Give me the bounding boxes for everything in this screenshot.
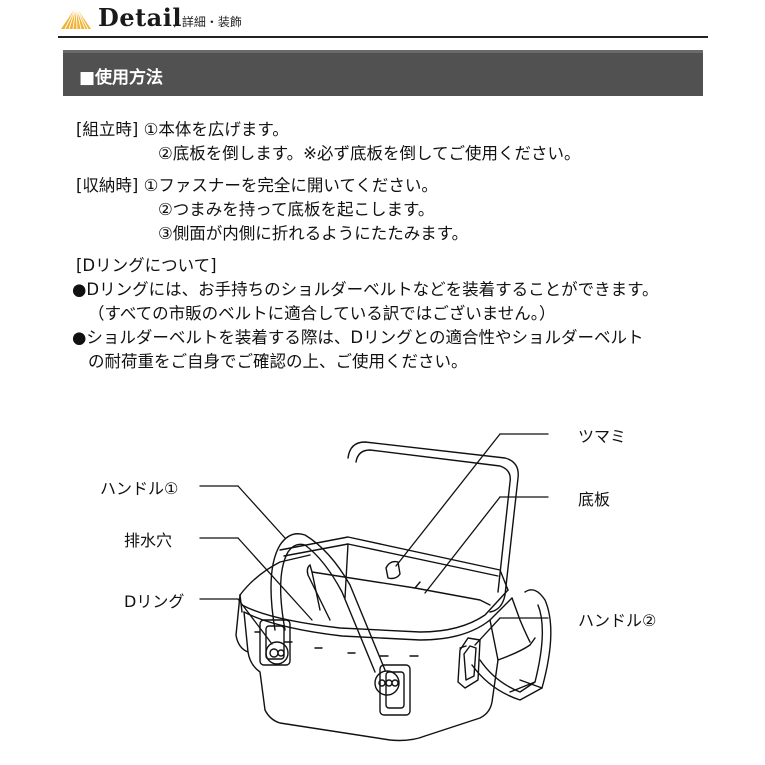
assembly-step: ①本体を広げます。 [143, 120, 289, 139]
callout-handle-1: ハンドル① [100, 479, 179, 498]
storage-step: ①ファスナーを完全に開いてください。 [143, 176, 438, 195]
storage-step-2-row: ②つまみを持って底板を起こします。 [76, 198, 716, 222]
page-title: Detail [98, 3, 182, 32]
callout-knob: ツマミ [578, 427, 627, 446]
storage-step-3-row: ③側面が内側に折れるようにたたみます。 [76, 222, 716, 246]
section-title: ■使用方法 [79, 68, 164, 88]
usage-instructions: [組立時] ①本体を広げます。 ②底板を倒します。※必ず底板を倒してご使用くださ… [72, 118, 716, 374]
storage-label: [収納時] [76, 176, 139, 195]
assembly-step: ②底板を倒します。※必ず底板を倒してご使用ください。 [158, 144, 581, 163]
dring-heading: [Dリングについて] [76, 256, 217, 275]
storage-step-1-row: [収納時] ①ファスナーを完全に開いてください。 [76, 174, 716, 198]
dring-note: ●ショルダーベルトを装着する際は、Dリングとの適合性やショルダーベルト [72, 328, 644, 347]
storage-step: ③側面が内側に折れるようにたたみます。 [158, 224, 469, 243]
cooler-bag-illustration [199, 433, 552, 742]
callout-bottom-board: 底板 [578, 490, 611, 509]
dring-note: （すべての市販のベルトに適合している訳ではございません。） [88, 304, 556, 323]
assembly-label: [組立時] [76, 120, 139, 139]
assembly-step-2-row: ②底板を倒します。※必ず底板を倒してご使用ください。 [76, 142, 716, 166]
fan-triangle-icon [61, 6, 91, 30]
storage-step: ②つまみを持って底板を起こします。 [158, 200, 435, 219]
page-header: Detail / 詳細・装飾 [58, 2, 708, 38]
callout-drain-hole: 排水穴 [124, 531, 173, 550]
section-header-bar: ■使用方法 [63, 50, 703, 96]
page-subtitle: / 詳細・装飾 [174, 15, 242, 29]
callout-handle-2: ハンドル② [578, 611, 657, 630]
dring-note: の耐荷重をご自身でご確認の上、ご使用ください。 [88, 352, 468, 371]
dring-note: ●Dリングには、お手持ちのショルダーベルトなどを装着することができます。 [72, 280, 659, 299]
assembly-step-1-row: [組立時] ①本体を広げます。 [76, 118, 716, 142]
callout-d-ring: Dリング [124, 592, 185, 611]
cooler-bag-diagram: ハンドル① 排水穴 Dリング ツマミ 底板 ハンドル② [80, 420, 680, 750]
